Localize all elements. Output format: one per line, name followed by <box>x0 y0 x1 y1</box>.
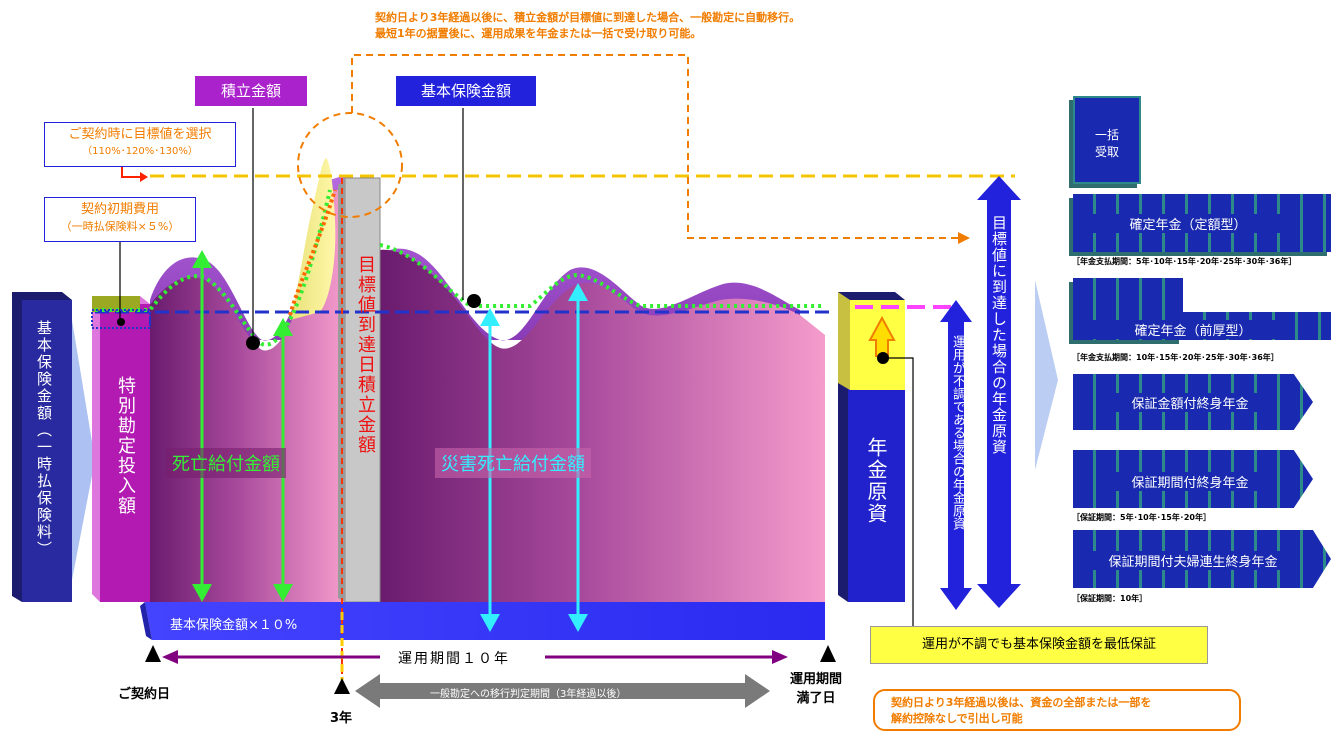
target-select-sub: （110%･120%･130%） <box>82 146 198 157</box>
option-guaranteed-period-label: 保証期間付終身年金 <box>1110 472 1270 491</box>
option-fixed-flat-period: ［年金支払期間：5年･10年･15年･20年･25年･30年･36年］ <box>1072 257 1297 266</box>
timeline <box>145 645 836 708</box>
bottom-note: 契約日より3年経過以後は、資金の全部または一部を 解約控除なしで引出し可能 <box>873 689 1241 731</box>
pension-fund-vtext: 年金原資 <box>864 437 888 525</box>
option-lump-sum-label: 一括 受取 <box>1094 128 1119 159</box>
poor-perf-vtext: 運用が不調である場合の年金原資 <box>950 335 965 530</box>
target-reached-pension-vtext: 目標値に到達した場合の年金原資 <box>990 215 1008 455</box>
bottom-note-line1: 契約日より3年経過以後は、資金の全部または一部を <box>891 696 1152 709</box>
disaster-benefit-label: 災害死亡給付金額 <box>435 448 591 478</box>
contract-day-label: ご契約日 <box>118 687 171 702</box>
option-joint-life-label: 保証期間付夫婦連生終身年金 <box>1093 551 1293 570</box>
target-circle <box>297 112 403 218</box>
option-fixed-flat-label: 確定年金（定額型） <box>1093 214 1283 233</box>
maturity-label: 運用期間 満了日 <box>790 668 842 706</box>
guarantee-note: 運用が不調でも基本保険金額を最低保証 <box>870 626 1208 664</box>
option-fixed-front-period: ［年金支払期間：10年･15年･20年･25年･30年･36年］ <box>1072 353 1279 362</box>
death-benefit-label: 死亡給付金額 <box>166 448 286 478</box>
target-reached-vtext: 目標値到達日積立金額 <box>355 255 376 455</box>
value-body-left <box>150 190 345 602</box>
top-note: 契約日より3年経過以後に、積立金額が目標値に到達した場合、一般勘定に自動移行。 … <box>375 10 800 42</box>
top-note-line1: 契約日より3年経過以後に、積立金額が目標値に到達した場合、一般勘定に自動移行。 <box>375 11 801 24</box>
flow-arrow-left <box>72 320 95 580</box>
death-benefit-arrows <box>192 250 293 602</box>
basic-premium-column <box>12 292 72 602</box>
special-account-vtext: 特別勘定投入額 <box>115 376 136 516</box>
maturity-line2: 満了日 <box>796 691 836 706</box>
transfer-label: 一般勘定への移行判定期間（3年経過以後） <box>430 689 627 700</box>
pension-column <box>838 292 960 630</box>
basic-premium-vtext: 基本保険金額（一時払保険料） <box>35 320 53 558</box>
initial-cost-sub: （一時払保険料×５%） <box>60 220 180 233</box>
base-bar-label: 基本保険金額×１０% <box>170 618 298 633</box>
option-guaranteed-amount-label: 保証金額付終身年金 <box>1110 393 1270 412</box>
option-fixed-flat: 確定年金（定額型） <box>1073 194 1331 252</box>
option-guaranteed-period-period: ［保証期間：5年･10年･15年･20年］ <box>1072 513 1211 522</box>
pension-arrows <box>940 176 1021 610</box>
target-select-box: ご契約時に目標値を選択 （110%･120%･130%） <box>44 122 236 167</box>
top-note-line2: 最短1年の据置後に、運用成果を年金または一括で受け取り可能。 <box>375 27 702 40</box>
maturity-line1: 運用期間 <box>790 672 843 687</box>
initial-cost-title: 契約初期費用 <box>80 202 159 217</box>
option-fixed-front-label: 確定年金（前厚型） <box>1093 320 1293 339</box>
bottom-note-line2: 解約控除なしで引出し可能 <box>891 712 1023 725</box>
period-label: 運用期間１０年 <box>398 651 510 667</box>
special-account-column <box>92 296 150 602</box>
basic-insurance-label: 基本保険金額 <box>396 76 536 106</box>
option-lump-sum: 一括 受取 <box>1073 96 1141 184</box>
option-joint-life-period: ［保証期間：10年］ <box>1072 594 1148 603</box>
target-select-title: ご契約時に目標値を選択 <box>68 127 212 142</box>
year3-label: 3年 <box>330 711 353 726</box>
accumulated-label: 積立金額 <box>195 76 307 106</box>
initial-cost-box: 契約初期費用 （一時払保険料×５%） <box>44 197 196 242</box>
value-body-right <box>380 249 825 602</box>
green-dotted-line <box>95 189 825 347</box>
